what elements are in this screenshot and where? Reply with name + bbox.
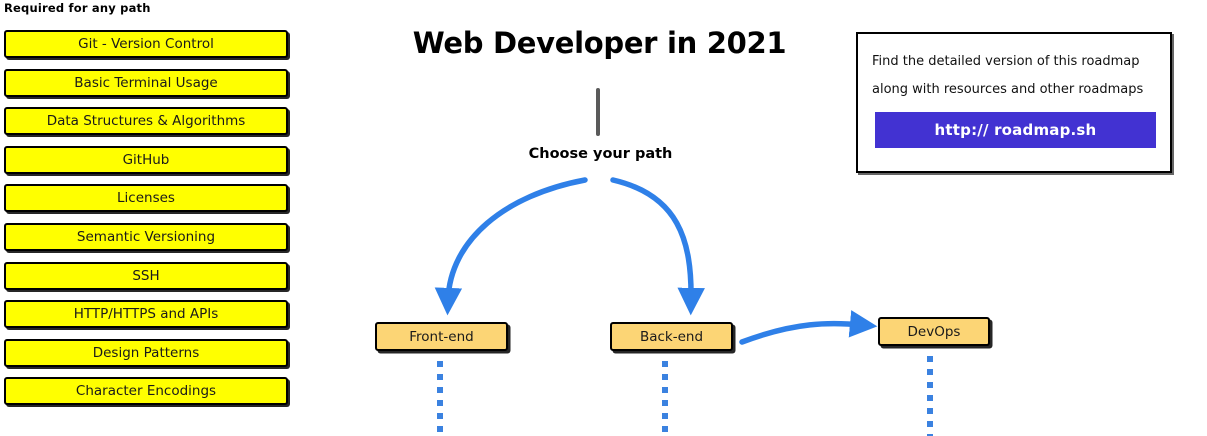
required-topic-design-patterns[interactable]: Design Patterns bbox=[4, 338, 288, 367]
required-topic-label: Git - Version Control bbox=[78, 36, 214, 52]
required-topic-label: Semantic Versioning bbox=[76, 228, 216, 245]
arrow-to-back-end bbox=[610, 177, 705, 316]
required-topic-label: GitHub bbox=[122, 151, 170, 168]
dotted-trail-front-end bbox=[437, 361, 443, 436]
info-card-line-1: Find the detailed version of this roadma… bbox=[872, 54, 1140, 69]
info-card: Find the detailed version of this roadma… bbox=[856, 32, 1172, 173]
required-topic-label: Licenses bbox=[117, 190, 175, 207]
required-topic-label: Design Patterns bbox=[92, 344, 200, 361]
required-section-heading: Required for any path bbox=[4, 1, 151, 15]
path-box-back-end[interactable]: Back-end bbox=[610, 322, 733, 351]
choose-path-label: Choose your path bbox=[0, 146, 1207, 162]
required-topic-label: SSH bbox=[132, 267, 160, 284]
roadmap-link-button[interactable]: http:// roadmap.sh bbox=[875, 112, 1156, 148]
required-topic-semver[interactable]: Semantic Versioning bbox=[4, 222, 288, 251]
roadmap-link-label: http:// roadmap.sh bbox=[934, 121, 1097, 139]
choose-path-text: Choose your path bbox=[528, 146, 673, 162]
required-topic-character-encodings[interactable]: Character Encodings bbox=[4, 377, 288, 406]
path-box-devops[interactable]: DevOps bbox=[878, 317, 990, 346]
required-topic-ssh[interactable]: SSH bbox=[4, 261, 288, 290]
dotted-trail-devops bbox=[927, 356, 933, 436]
required-topic-licenses[interactable]: Licenses bbox=[4, 184, 288, 213]
required-topic-dsa[interactable]: Data Structures & Algorithms bbox=[4, 107, 288, 136]
required-topic-label: Data Structures & Algorithms bbox=[46, 113, 246, 130]
required-topic-label: Character Encodings bbox=[75, 383, 217, 400]
dotted-trail-back-end bbox=[662, 361, 668, 436]
page-title: Web Developer in 2021 bbox=[0, 26, 1207, 60]
info-card-line-2: along with resources and other roadmaps bbox=[872, 82, 1144, 97]
path-box-label: Front-end bbox=[409, 328, 474, 345]
required-topic-github[interactable]: GitHub bbox=[4, 145, 288, 174]
required-topic-label: HTTP/HTTPS and APIs bbox=[73, 306, 219, 323]
required-topic-terminal[interactable]: Basic Terminal Usage bbox=[4, 68, 288, 97]
required-topics-list: Git - Version Control Basic Terminal Usa… bbox=[4, 30, 288, 416]
arrow-back-end-to-devops bbox=[739, 310, 878, 345]
path-box-label: DevOps bbox=[907, 323, 961, 340]
path-box-front-end[interactable]: Front-end bbox=[375, 322, 508, 351]
required-topic-label: Basic Terminal Usage bbox=[74, 74, 218, 91]
required-topic-http-apis[interactable]: HTTP/HTTPS and APIs bbox=[4, 300, 288, 329]
required-topic-git[interactable]: Git - Version Control bbox=[4, 30, 288, 58]
path-box-label: Back-end bbox=[639, 328, 704, 345]
stem-connector-line bbox=[596, 88, 600, 136]
arrow-to-front-end bbox=[434, 177, 588, 316]
page-title-text: Web Developer in 2021 bbox=[412, 26, 787, 60]
